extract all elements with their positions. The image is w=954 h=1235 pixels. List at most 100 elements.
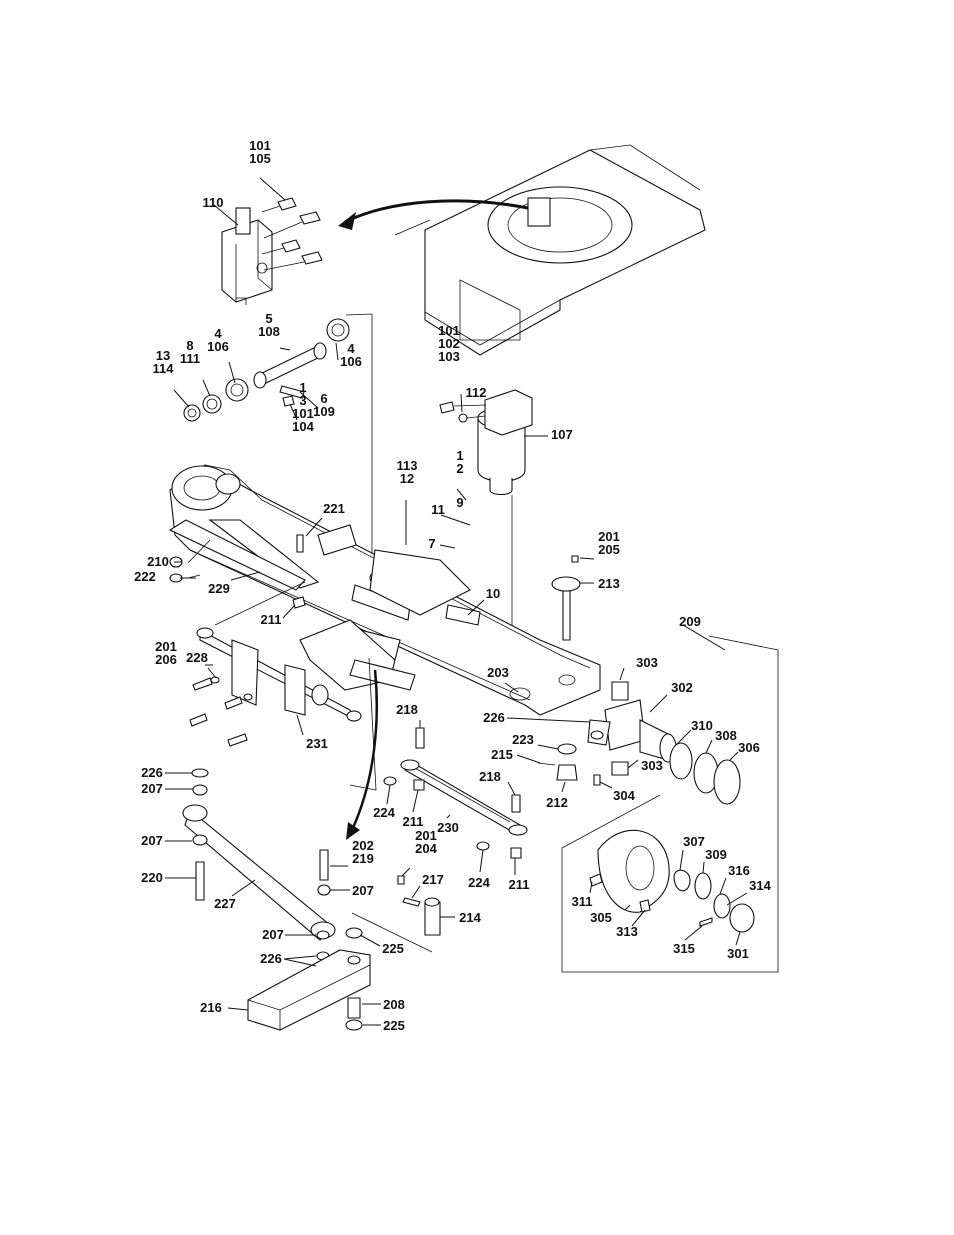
callout-230: 230 — [437, 820, 459, 835]
callout-218-mid: 218 — [479, 769, 501, 784]
callout-226-left: 226 — [141, 765, 163, 780]
callout-310: 310 — [691, 718, 713, 733]
callout-line: 204 — [415, 841, 437, 856]
callout-line: 6 — [320, 391, 327, 406]
callout-line: 213 — [598, 576, 620, 591]
callout-line: 207 — [262, 927, 284, 942]
callout-line: 13 — [156, 348, 170, 363]
callout-line: 225 — [383, 1018, 405, 1033]
callout-line: 303 — [636, 655, 658, 670]
callout-316: 316 — [728, 863, 750, 878]
callout-line: 304 — [613, 788, 635, 803]
callout-line: 5 — [265, 311, 272, 326]
callout-line: 201 — [155, 639, 177, 654]
callout-224-right: 224 — [468, 875, 490, 890]
callout-line: 224 — [373, 805, 395, 820]
callout-line: 206 — [155, 652, 177, 667]
callout-303-bottom: 303 — [641, 758, 663, 773]
callout-line: 106 — [340, 354, 362, 369]
callout-line: 303 — [641, 758, 663, 773]
callout-line: 4 — [347, 341, 355, 356]
callout-110: 110 — [203, 195, 224, 210]
callout-line: 308 — [715, 728, 737, 743]
callout-line: 208 — [383, 997, 405, 1012]
callout-224-left: 224 — [373, 805, 395, 820]
callout-line: 222 — [134, 569, 156, 584]
callout-line: 103 — [438, 349, 460, 364]
callout-line: 101 — [292, 406, 314, 421]
axle-beam-drawing — [168, 464, 601, 840]
steering-cylinder-drawing — [439, 389, 533, 640]
callout-line: 205 — [598, 542, 620, 557]
callout-223: 223 — [512, 732, 534, 747]
callout-line: 316 — [728, 863, 750, 878]
callout-9: 9 — [456, 495, 463, 510]
callout-line: 105 — [249, 151, 271, 166]
callout-214: 214 — [459, 910, 481, 925]
drag-link-drawing — [189, 627, 362, 747]
callout-line: 110 — [203, 195, 224, 210]
callout-7: 7 — [428, 536, 435, 551]
callout-307: 307 — [683, 834, 705, 849]
callout-line: 102 — [438, 336, 460, 351]
callout-line: 219 — [352, 851, 374, 866]
callout-line: 215 — [491, 747, 513, 762]
callout-line: 9 — [456, 495, 463, 510]
callout-line: 108 — [258, 324, 280, 339]
callout-314: 314 — [749, 878, 771, 893]
callout-line: 10 — [486, 586, 500, 601]
callout-220: 220 — [141, 870, 163, 885]
callout-226-mid: 226 — [483, 710, 505, 725]
callout-line: 3 — [299, 393, 306, 408]
callout-line: 203 — [487, 665, 509, 680]
callout-line: 227 — [214, 896, 236, 911]
callout-line: 109 — [313, 404, 335, 419]
callout-line: 211 — [403, 814, 424, 829]
callout-line: 209 — [679, 614, 701, 629]
callout-line: 111 — [180, 351, 200, 366]
callout-line: 211 — [261, 612, 282, 627]
callout-line: 301 — [727, 946, 749, 961]
callout-line: 4 — [214, 326, 222, 341]
curved-arrow-to-valve — [338, 199, 529, 230]
callout-112: 112 — [466, 385, 487, 400]
callout-210: 210 — [147, 554, 169, 569]
callout-line: 202 — [352, 838, 374, 853]
callout-line: 201 — [415, 828, 437, 843]
callout-line: 225 — [382, 941, 404, 956]
callout-line: 229 — [208, 581, 230, 596]
wheel-hub-drawing — [561, 635, 779, 973]
callout-304: 304 — [613, 788, 635, 803]
callout-line: 114 — [153, 361, 175, 376]
callout-line: 1 — [456, 448, 463, 463]
callout-line: 216 — [200, 1000, 222, 1015]
callout-301: 301 — [727, 946, 749, 961]
callout-107: 107 — [551, 427, 573, 442]
callout-218-top: 218 — [396, 702, 418, 717]
callout-306: 306 — [738, 740, 760, 755]
callout-10: 10 — [486, 586, 500, 601]
callout-line: 2 — [456, 461, 463, 476]
callout-221: 221 — [323, 501, 345, 516]
callout-208: 208 — [383, 997, 405, 1012]
callout-line: 220 — [141, 870, 163, 885]
callout-line: 310 — [691, 718, 713, 733]
callout-207-a: 207 — [141, 781, 163, 796]
callout-212: 212 — [546, 795, 568, 810]
callout-line: 210 — [147, 554, 169, 569]
steering-knuckle-drawing — [537, 555, 741, 805]
callout-line: 315 — [673, 941, 695, 956]
callout-line: 221 — [323, 501, 345, 516]
callout-line: 305 — [590, 910, 612, 925]
callout-line: 7 — [428, 536, 435, 551]
chassis-frame-drawing — [394, 144, 706, 356]
callout-211-mid: 211 — [403, 814, 424, 829]
